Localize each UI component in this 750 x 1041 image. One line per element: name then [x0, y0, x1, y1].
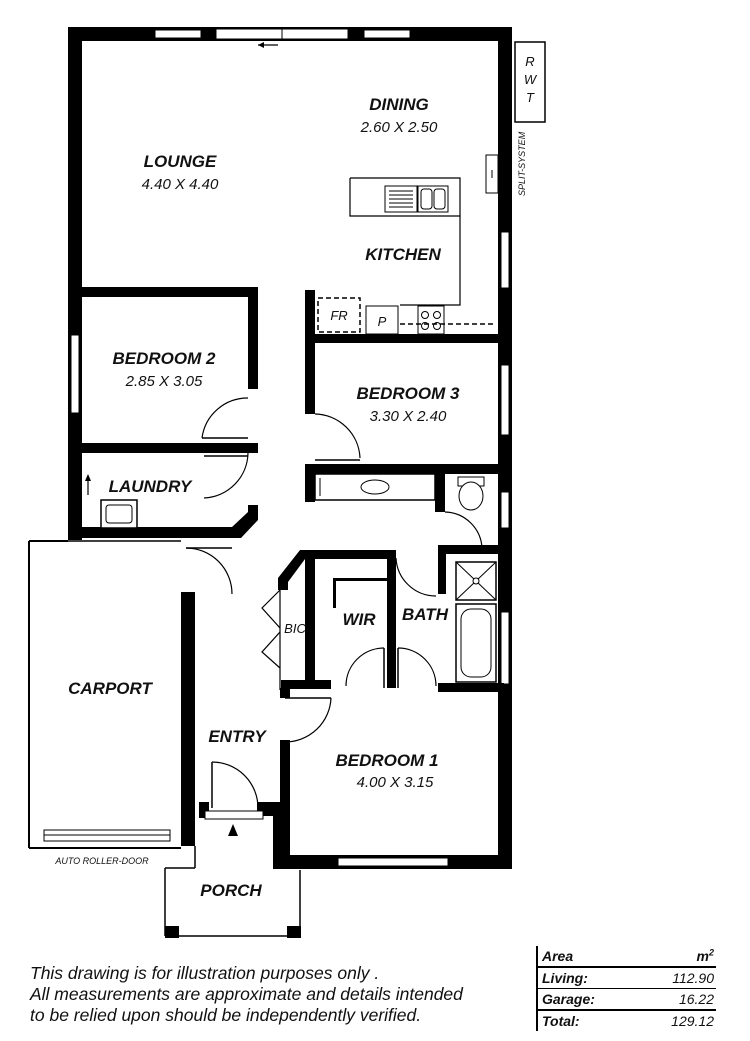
bedroom1-door: [284, 697, 332, 743]
disclaimer-line: All measurements are approximate and det…: [30, 984, 463, 1004]
laundry-door: [203, 452, 249, 499]
area-row-total: Total: 129.12: [538, 1010, 716, 1031]
room-label-bath: BATH: [402, 605, 449, 624]
room-dims-lounge: 4.40 X 4.40: [142, 176, 219, 193]
area-row-value: 129.12: [671, 1013, 714, 1029]
bath-door: [395, 557, 437, 688]
area-row-value: 16.22: [678, 991, 714, 1007]
disclaimer-line: This drawing is for illustration purpose…: [30, 963, 380, 983]
shower: [455, 561, 497, 601]
entry-walls: [199, 688, 290, 855]
disclaimer-line: to be relied upon should be independentl…: [30, 1005, 422, 1025]
area-row-garage: Garage: 16.22: [538, 989, 716, 1010]
fridge-label: FR: [330, 308, 347, 323]
bath-walls: [387, 554, 504, 692]
vanity: [314, 473, 436, 501]
pantry-label: P: [378, 314, 387, 329]
sliding-door-arrow: [258, 42, 278, 48]
room-label-bedroom2: BEDROOM 2: [113, 349, 217, 368]
kitchen-bench: [349, 177, 461, 306]
room-label-carport: CARPORT: [68, 679, 153, 698]
area-row-label: Garage:: [542, 991, 595, 1007]
bedroom3-walls: [305, 464, 505, 502]
laundry-walls: [68, 453, 258, 540]
area-header-unit: m2: [696, 947, 714, 964]
wc-walls: [435, 474, 504, 554]
room-label-laundry: LAUNDRY: [109, 477, 193, 496]
area-row-value: 112.90: [672, 970, 714, 986]
room-dims-dining: 2.60 X 2.50: [360, 119, 438, 136]
area-row-label: Living:: [542, 970, 588, 986]
area-header-label: Area: [542, 948, 574, 964]
rwt-label-r: R: [525, 54, 534, 69]
roller-door: [43, 829, 171, 842]
cooktop: [400, 305, 496, 335]
room-label-kitchen: KITCHEN: [365, 245, 441, 264]
room-label-lounge: LOUNGE: [144, 152, 217, 171]
kitchen-walls: [305, 290, 505, 414]
area-row-label: Total:: [542, 1013, 580, 1029]
front-door: [204, 761, 264, 820]
bathtub: [455, 603, 497, 683]
split-system-label: SPLIT-SYSTEM: [517, 131, 527, 196]
bedroom3-door: [314, 413, 361, 461]
bedroom2-door: [201, 397, 249, 439]
room-dims-bedroom1: 4.00 X 3.15: [357, 774, 434, 791]
rainwater-tank: [514, 41, 546, 123]
room-dims-bedroom2: 2.85 X 3.05: [125, 373, 203, 390]
area-table-header: Area m2: [538, 946, 716, 968]
porch-outline: [164, 846, 301, 938]
area-row-living: Living: 112.90: [538, 968, 716, 989]
room-label-wir: WIR: [342, 610, 376, 629]
bedroom2-walls: [68, 287, 258, 453]
split-system-unit: [485, 154, 499, 194]
rwt-label-t: T: [526, 90, 535, 105]
disclaimer: This drawing is for illustration purpose…: [30, 963, 530, 1026]
wir-door: [345, 647, 385, 688]
roller-door-label: AUTO ROLLER-DOOR: [54, 856, 149, 866]
room-label-bic: BIC: [284, 621, 306, 636]
carport-outline: [28, 540, 195, 849]
entry-arrow: [228, 824, 238, 836]
room-label-bedroom3: BEDROOM 3: [357, 384, 461, 403]
room-label-porch: PORCH: [200, 881, 262, 900]
room-dims-bedroom3: 3.30 X 2.40: [370, 408, 447, 425]
wir-walls: [278, 550, 396, 689]
room-label-dining: DINING: [369, 95, 429, 114]
fridge: [317, 297, 361, 333]
toilet: [457, 476, 485, 511]
pantry: [365, 305, 399, 335]
rwt-label-w: W: [524, 72, 538, 87]
area-table: Area m2 Living: 112.90 Garage: 16.22 Tot…: [536, 946, 716, 1031]
laundry-arrow: [85, 474, 91, 495]
bic-doors: [261, 588, 281, 690]
room-label-entry: ENTRY: [208, 727, 267, 746]
carport-door: [185, 547, 233, 595]
wc-door: [444, 511, 483, 549]
laundry-tub: [100, 499, 138, 529]
room-label-bedroom1: BEDROOM 1: [336, 751, 439, 770]
